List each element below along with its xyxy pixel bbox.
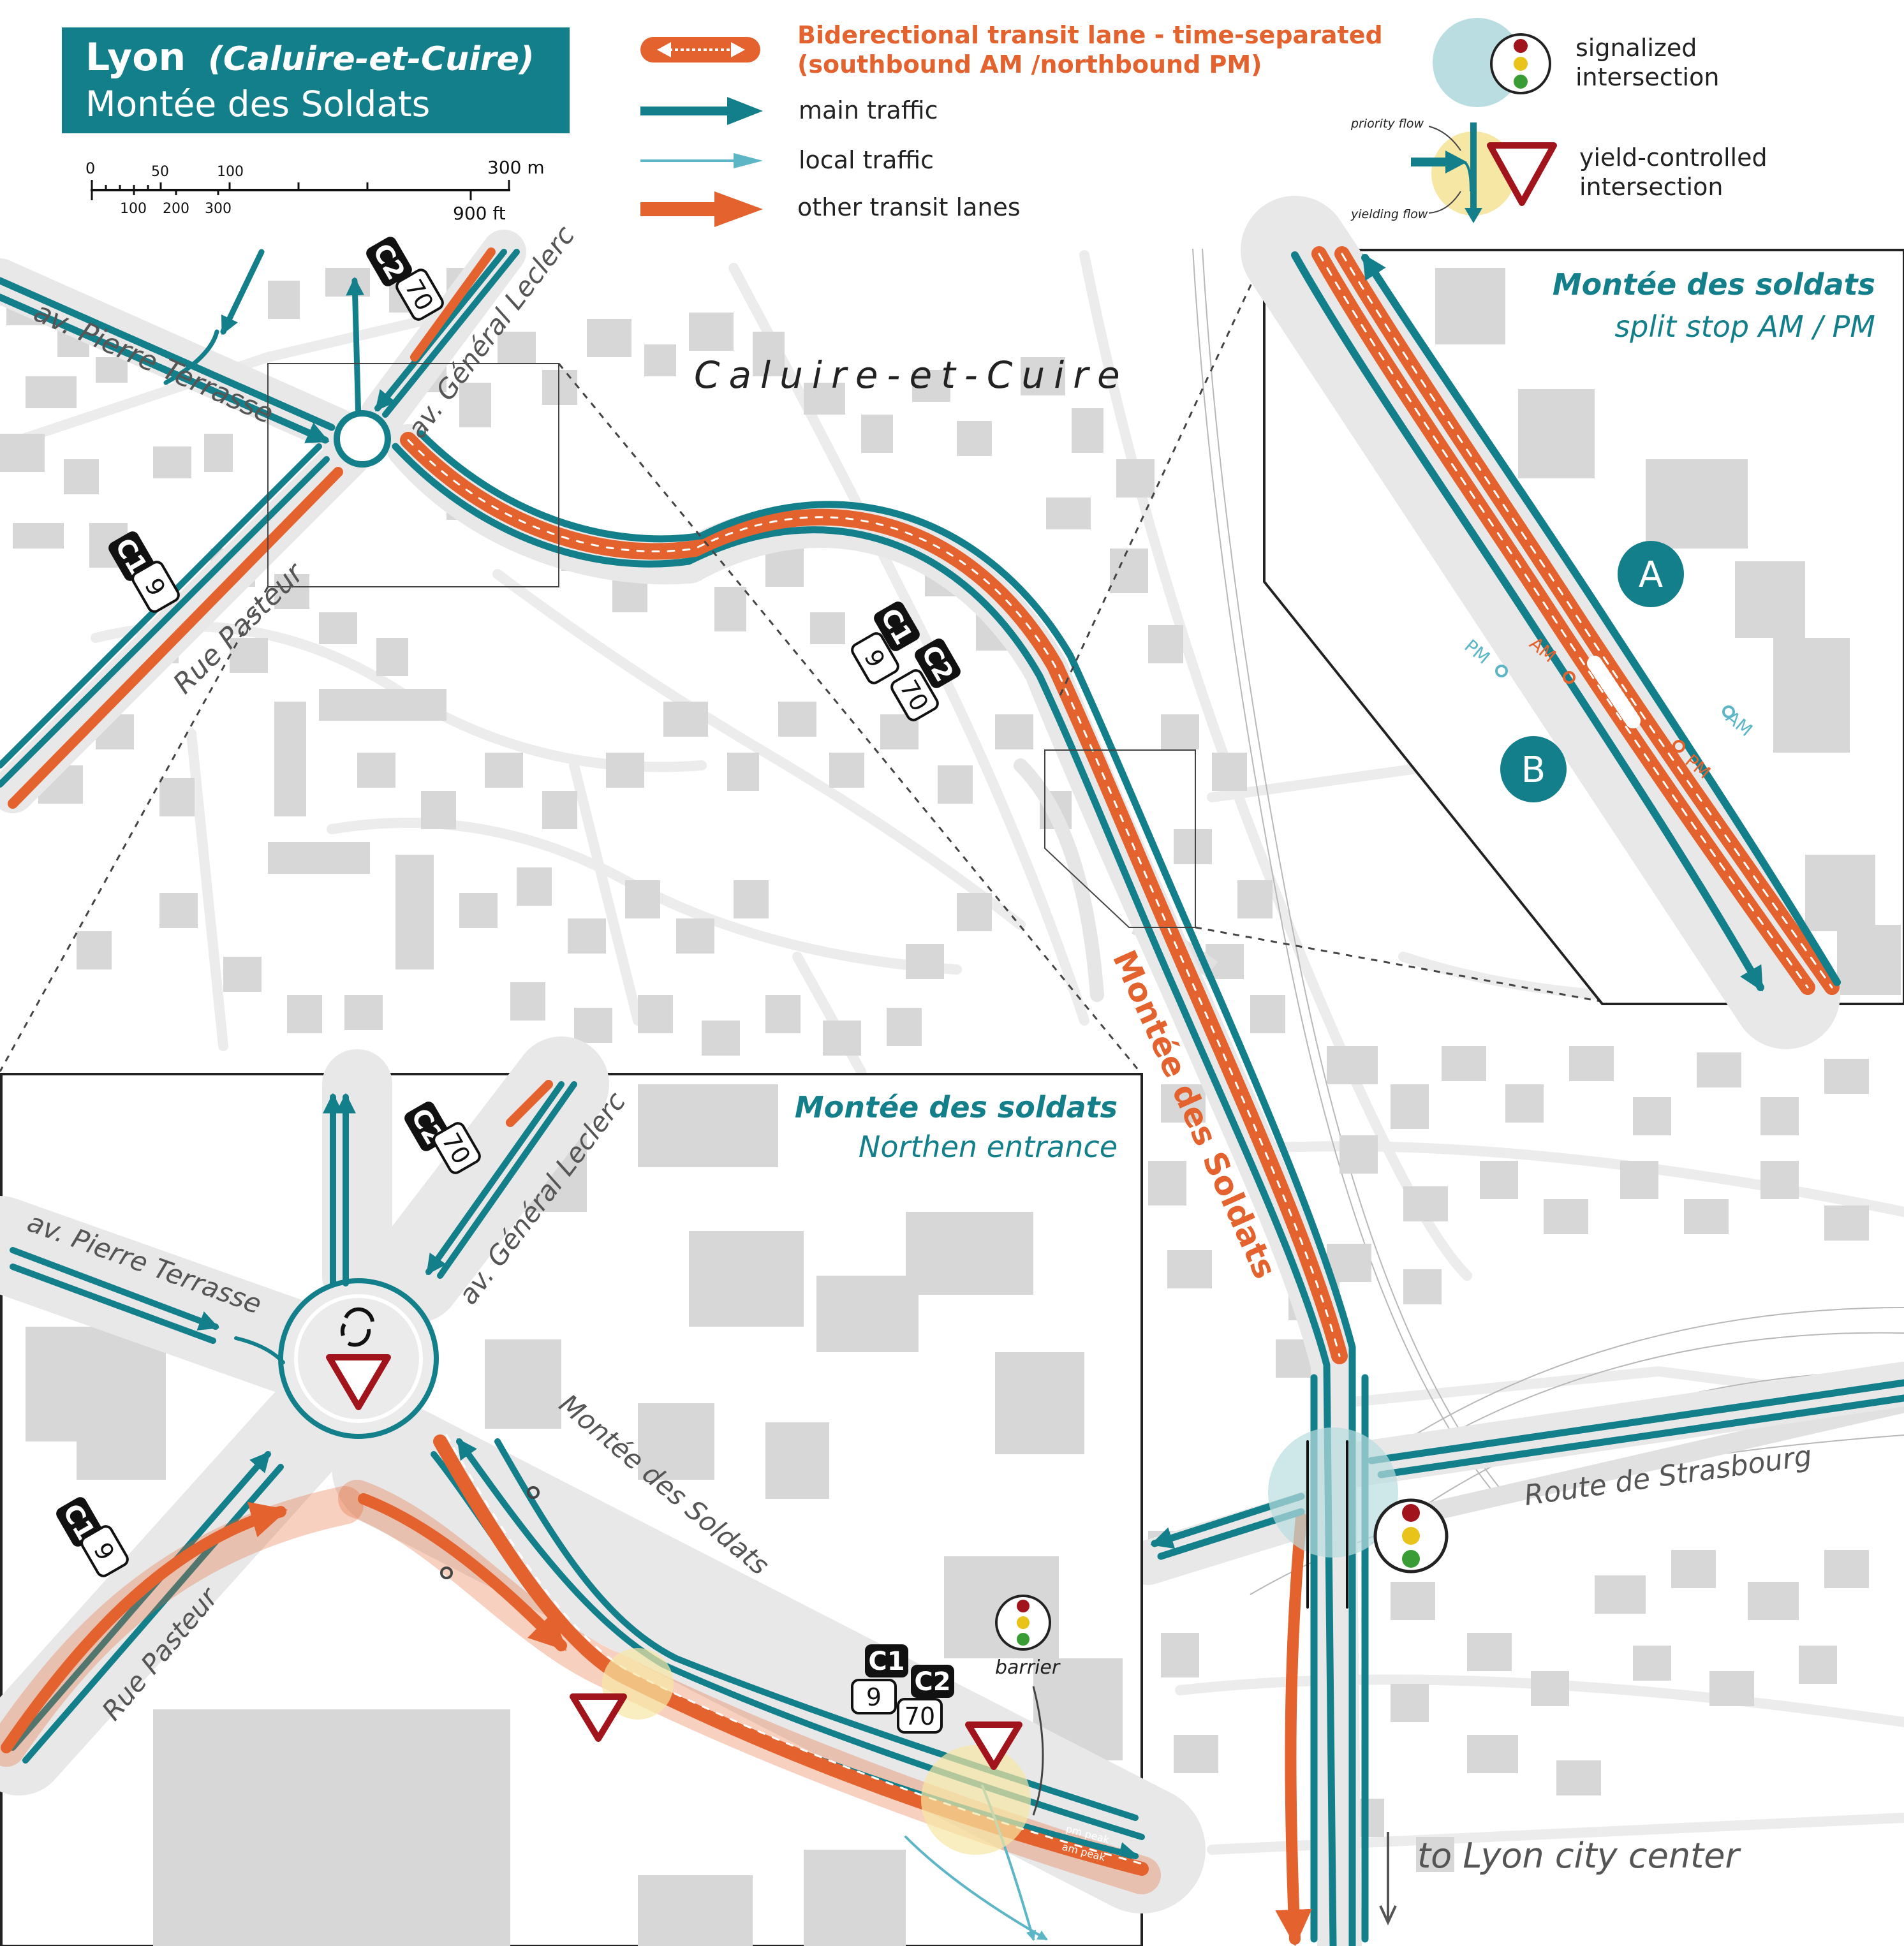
svg-text:Lyon (Caluire-et-Cuire: Lyon (Caluire-et-Cuire) (85, 35, 535, 80)
stop-icon (527, 1486, 540, 1499)
inset-badge-9-right: 9 (866, 1683, 882, 1711)
inset-barrier-label: barrier (995, 1656, 1061, 1679)
scale-ft-900: 900 ft (453, 203, 506, 224)
stop-pm-left-icon (1495, 665, 1508, 677)
legend-signalized: signalized intersection (1433, 18, 1719, 107)
legend-bidirectional-line1: Biderectional transit lane - time-separa… (797, 21, 1383, 49)
stop-b-marker: B (1500, 736, 1567, 802)
yield-icon (326, 1354, 391, 1410)
inset-split-stop: Montée des soldats split stop AM / PM A … (1241, 196, 1904, 1049)
scale-m-0: 0 (85, 159, 95, 177)
stop-icon (440, 1566, 453, 1579)
legend-bidirectional-line2: (southbound AM /northbound PM) (797, 50, 1262, 78)
inset-top-title: Montée des soldats (1553, 267, 1875, 302)
title-box: Lyon (Caluire-et-Cuire) Montée des Solda… (62, 27, 570, 133)
main-routes (0, 230, 1904, 1946)
stop-a-label: A (1639, 554, 1663, 596)
inset-badge-70-right: 70 (904, 1702, 935, 1730)
down-arrow-icon (1379, 1832, 1397, 1926)
label-to-lyon: to Lyon city center (1417, 1836, 1741, 1876)
inset-bottom-subtitle: Northen entrance (859, 1130, 1118, 1164)
label-caluire: Caluire-et-Cuire (694, 353, 1129, 397)
title-district: (Caluire-et-Cuire) (208, 40, 535, 78)
legend-yield-line1: yield-controlled (1579, 144, 1767, 172)
stop-a-marker: A (1618, 541, 1684, 607)
inset-top-subtitle: split stop AM / PM (1614, 309, 1875, 344)
legend-area: Lyon (Caluire-et-Cuire) Montée des Solda… (0, 0, 1904, 249)
scale-m-300: 300 m (487, 157, 545, 178)
scale-ft-200: 200 (163, 201, 189, 217)
inset-bottom-title: Montée des soldats (795, 1090, 1118, 1124)
title-city: Lyon (85, 35, 186, 80)
legend-signalized-line2: intersection (1576, 63, 1719, 91)
title-street: Montée des Soldats (85, 84, 430, 124)
stop-am-left-icon (1563, 671, 1576, 684)
legend-main-traffic-label: main traffic (799, 96, 938, 124)
yield-icon (570, 1693, 627, 1742)
legend-yield-line2: intersection (1579, 173, 1723, 201)
scale-ft-100: 100 (120, 201, 147, 217)
roundabout-icon (340, 1307, 374, 1347)
stop-pm-right-icon (1672, 740, 1685, 753)
scale-bar: 0 50 100 300 m 100 200 300 900 ft (85, 157, 545, 224)
legend-other-transit-label: other transit lanes (797, 193, 1021, 221)
legend-local-traffic: local traffic (640, 146, 934, 174)
inset-badge-c2-right: C2 (914, 1667, 950, 1697)
yield-icon (965, 1721, 1022, 1770)
legend-bidirectional: Biderectional transit lane - time-separa… (640, 21, 1383, 78)
yield-icon (1487, 142, 1557, 206)
legend-yield: priority flow yielding flow yield-contro… (1350, 117, 1767, 223)
legend-yielding-flow: yielding flow (1350, 207, 1428, 221)
scale-ft-300: 300 (205, 201, 232, 217)
stop-b-label: B (1521, 749, 1546, 791)
legend-local-traffic-label: local traffic (799, 146, 934, 174)
stop-am-right-icon (1722, 705, 1735, 718)
legend-priority-flow: priority flow (1350, 117, 1424, 131)
scale-m-100: 100 (217, 164, 244, 180)
traffic-light-icon (995, 1595, 1051, 1651)
inset-reference-boxes (0, 251, 1602, 1075)
legend-other-transit: other transit lanes (640, 191, 1021, 227)
scale-m-50: 50 (151, 164, 169, 180)
traffic-light-icon (1373, 1498, 1449, 1574)
legend-main-traffic: main traffic (640, 96, 938, 125)
legend-signalized-line1: signalized (1576, 34, 1697, 62)
inset-northern-entrance: barrier pm peak am peak Montée des solda… (0, 1036, 1206, 1946)
traffic-light-icon (1490, 33, 1551, 94)
inset-badge-c1-right: C1 (868, 1647, 904, 1676)
